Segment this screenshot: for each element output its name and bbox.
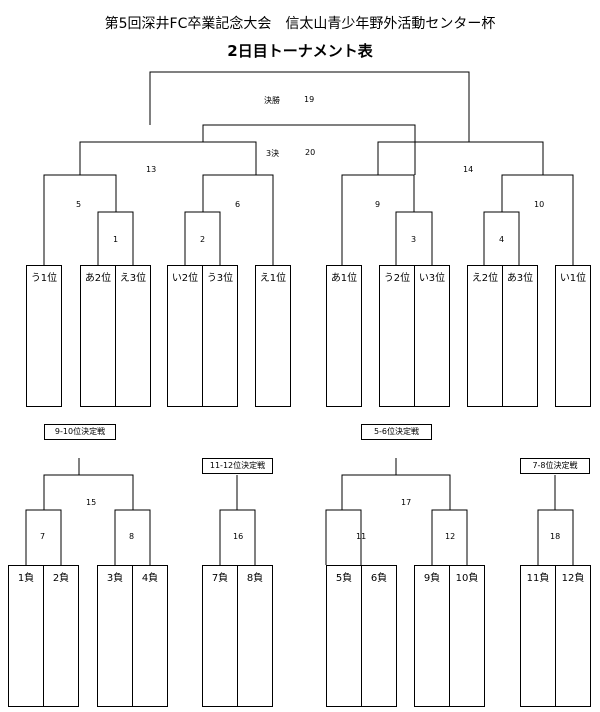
team-slot: う2位: [379, 265, 415, 407]
team-slot: あ2位: [80, 265, 116, 407]
match-number-1: 1: [113, 235, 119, 244]
team-slot: 1負: [8, 565, 44, 707]
match-number-6: 6: [235, 200, 241, 209]
bracket-heading: 2日目トーナメント表: [227, 42, 373, 60]
placement-label-7-8: 7-8位決定戦: [520, 458, 590, 474]
match-number-15: 15: [86, 498, 97, 507]
placement-label-5-6: 5-6位決定戦: [361, 424, 432, 440]
team-slot: え1位: [255, 265, 291, 407]
team-slot: 11負: [520, 565, 556, 707]
team-slot: 2負: [43, 565, 79, 707]
match-number-10: 10: [534, 200, 545, 209]
match-number-8: 8: [129, 532, 135, 541]
team-slot: え2位: [467, 265, 503, 407]
team-slot: う1位: [26, 265, 62, 407]
team-slot: 8負: [237, 565, 273, 707]
third-place-match-number: 20: [305, 148, 316, 157]
match-number-2: 2: [200, 235, 206, 244]
team-slot: 6負: [361, 565, 397, 707]
team-slot: い1位: [555, 265, 591, 407]
team-slot: う3位: [202, 265, 238, 407]
match-number-13: 13: [146, 165, 157, 174]
team-slot: あ3位: [502, 265, 538, 407]
match-number-12: 12: [445, 532, 456, 541]
team-slot: い2位: [167, 265, 203, 407]
final-label: 決勝: [264, 96, 280, 105]
placement-label-9-10: 9-10位決定戦: [44, 424, 116, 440]
match-number-16: 16: [233, 532, 244, 541]
placement-label-11-12: 11-12位決定戦: [202, 458, 273, 474]
team-slot: 9負: [414, 565, 450, 707]
team-slot: え3位: [115, 265, 151, 407]
match-number-7: 7: [40, 532, 46, 541]
team-slot: 3負: [97, 565, 133, 707]
third-place-label: 3決: [266, 149, 280, 158]
team-slot: あ1位: [326, 265, 362, 407]
team-slot: 5負: [326, 565, 362, 707]
match-number-11: 11: [356, 532, 367, 541]
team-slot: 10負: [449, 565, 485, 707]
final-match-number: 19: [304, 95, 315, 104]
team-slot: い3位: [414, 265, 450, 407]
match-number-14: 14: [463, 165, 474, 174]
match-number-9: 9: [375, 200, 381, 209]
match-number-18: 18: [550, 532, 561, 541]
page-title: 第5回深井FC卒業記念大会 信太山青少年野外活動センター杯: [104, 16, 496, 32]
match-number-4: 4: [499, 235, 505, 244]
team-slot: 4負: [132, 565, 168, 707]
team-slot: 7負: [202, 565, 238, 707]
match-number-17: 17: [401, 498, 412, 507]
match-number-3: 3: [411, 235, 417, 244]
team-slot: 12負: [555, 565, 591, 707]
match-number-5: 5: [76, 200, 82, 209]
